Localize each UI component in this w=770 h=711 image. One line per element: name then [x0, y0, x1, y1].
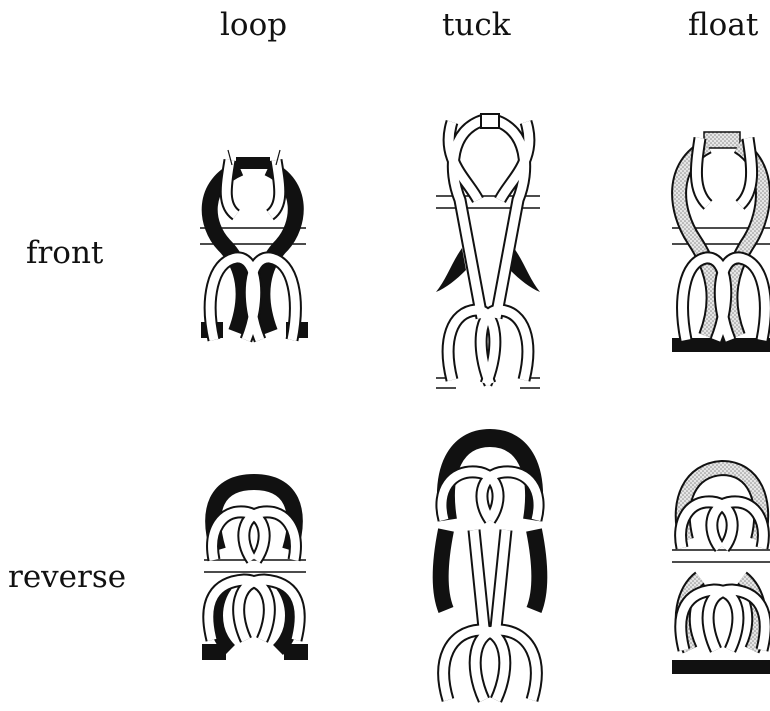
tuck-reverse-diagram: [441, 438, 540, 700]
loop-front-diagram: [200, 150, 308, 340]
tuck-front-diagram: [436, 114, 540, 388]
loop-reverse-diagram: [202, 482, 308, 660]
float-front-diagram: [672, 132, 770, 352]
float-reverse-diagram: [672, 468, 770, 674]
